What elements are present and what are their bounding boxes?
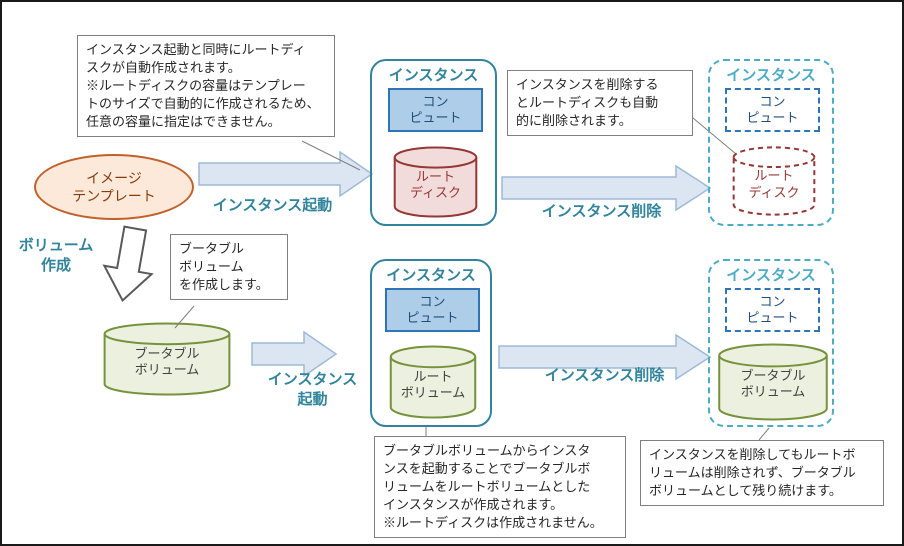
instance-launched-root-disk: インスタンス コン ピュート ルート ディスク (370, 59, 497, 226)
callout-leader-root-disk-delete (692, 117, 737, 155)
launch-label-top: インスタンス起動 (212, 197, 333, 214)
bootable-volume-cylinder-remains: ブータブル ボリューム (717, 343, 829, 421)
callout-boot-from-volume-text: ブータブルボリュームからインスタ ンスを起動することでブータブルボ リュームをル… (383, 443, 603, 530)
compute-box-deleted: コン ピュート (725, 288, 820, 332)
cylinder-shape (102, 322, 232, 396)
create-volume-label: ボリューム 作成 (18, 237, 94, 274)
root-volume-cylinder: ルート ボリューム (389, 345, 477, 419)
delete-label-top: インスタンス削除 (541, 203, 662, 220)
cylinder-shape (732, 146, 816, 216)
callout-volume-remains-text: インスタンスを削除してもルートボ リュームは削除されず、ブータブル ボリュームと… (649, 447, 856, 498)
callout-leader-volume-remains (758, 427, 770, 441)
instance-label: インスタンス (726, 267, 816, 284)
bootable-volume-label: ブータブル ボリューム (740, 367, 806, 400)
callout-create-bootable-text: ブータブル ボリューム を作成します。 (179, 241, 269, 292)
callout-root-disk-auto: インスタンス起動と同時にルートディ スクが自動作成されます。 ※ルートディスクの… (77, 35, 335, 137)
root-disk-label: ルート ディスク (748, 168, 800, 200)
instance-launched-root-volume: インスタンス コン ピュート ルート ボリューム (370, 259, 492, 427)
root-disk-label: ルート ディスク (409, 169, 462, 201)
instance-deleted-bootable-volume: インスタンス コン ピュート ブータブル ボリューム (708, 259, 834, 427)
image-template-label: イメージ テンプレート (72, 169, 156, 204)
cylinder-shape (393, 146, 478, 218)
cylinder-shape (717, 343, 829, 421)
delete-arrow-top (501, 164, 712, 212)
instance-label: インスタンス (726, 67, 816, 84)
root-disk-cylinder: ルート ディスク (393, 146, 478, 218)
callout-root-disk-delete: インスタンスを削除する とルートディスクも自動 的に削除されます。 (507, 70, 693, 136)
callout-root-disk-auto-text: インスタンス起動と同時にルートディ スクが自動作成されます。 ※ルートディスクの… (86, 42, 320, 129)
instance-label: インスタンス (388, 67, 479, 84)
bootable-volume-cylinder: ブータブル ボリューム (102, 322, 232, 396)
launch-arrow-top (198, 150, 374, 198)
cylinder-shape (389, 345, 477, 419)
callout-create-bootable: ブータブル ボリューム を作成します。 (170, 234, 288, 300)
callout-boot-from-volume: ブータブルボリュームからインスタ ンスを起動することでブータブルボ リュームをル… (374, 436, 626, 538)
compute-box: コン ピュート (388, 88, 483, 132)
root-volume-label: ルート ボリューム (400, 368, 466, 400)
callout-root-disk-delete-text: インスタンスを削除する とルートディスクも自動 的に削除されます。 (516, 77, 659, 128)
callout-leader-root-disk-auto (301, 140, 361, 171)
instance-deleted-root-disk: インスタンス コン ピュート ルート ディスク (708, 59, 834, 226)
delete-label-bottom: インスタンス削除 (544, 367, 665, 384)
callout-leader-create-bootable (174, 305, 195, 329)
root-disk-cylinder-deleted: ルート ディスク (732, 146, 816, 216)
delete-arrow-bottom (498, 333, 712, 381)
launch-label-bottom: インスタンス 起動 (267, 371, 358, 408)
bootable-volume-label: ブータブル ボリューム (134, 345, 200, 377)
launch-arrow-bottom (251, 330, 338, 378)
compute-box-deleted: コン ピュート (725, 88, 820, 132)
instance-label: インスタンス (386, 267, 476, 284)
compute-box: コン ピュート (385, 288, 480, 332)
image-template-shape: イメージ テンプレート (34, 154, 194, 220)
create-volume-arrow (102, 225, 154, 303)
callout-volume-remains: インスタンスを削除してもルートボ リュームは削除されず、ブータブル ボリュームと… (640, 440, 884, 506)
